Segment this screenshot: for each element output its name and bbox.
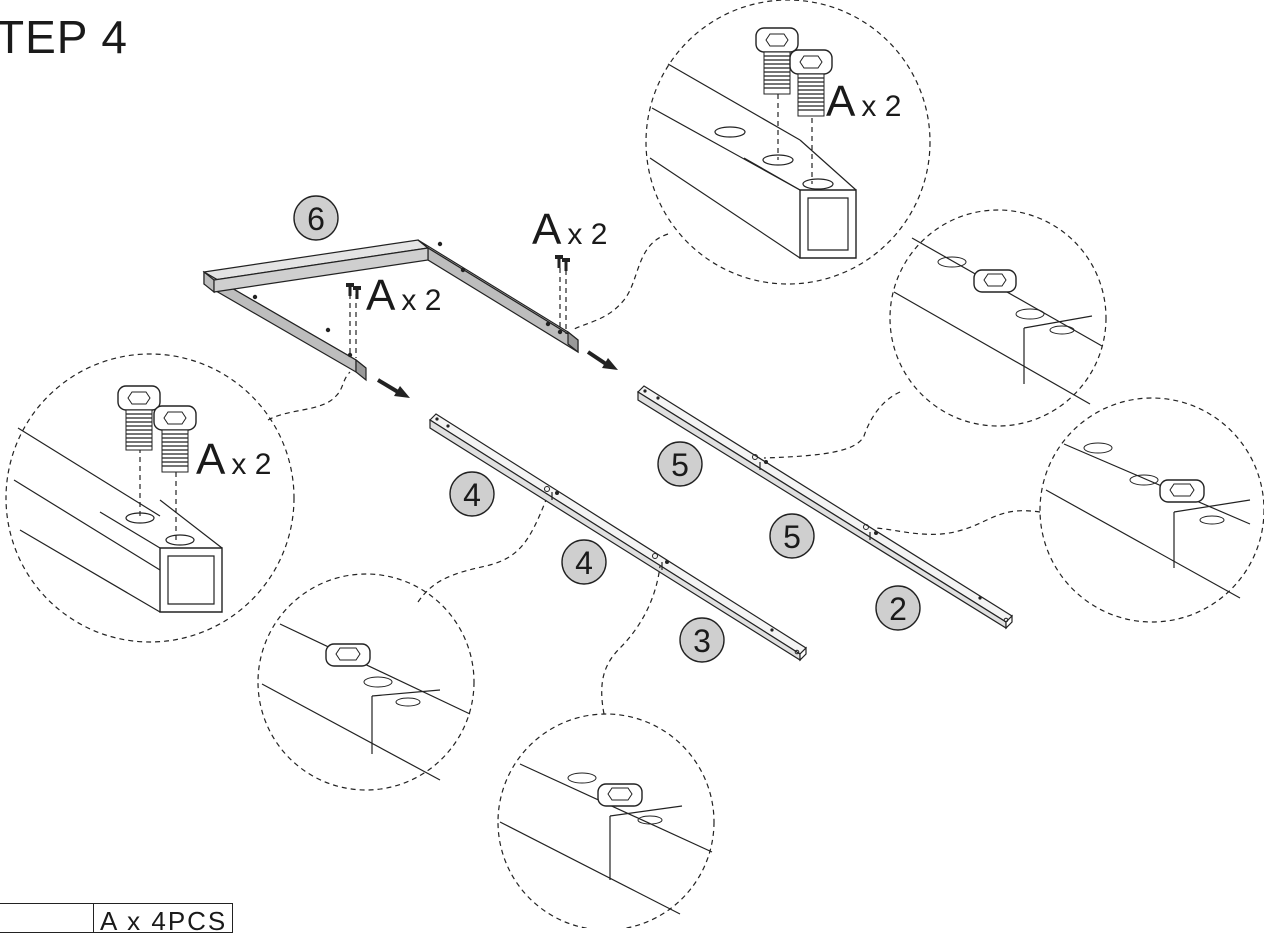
bolt-head-icon: [597, 783, 643, 807]
svg-text:4: 4: [463, 477, 481, 513]
frame-part-6: [202, 239, 579, 382]
svg-text:2: 2: [889, 591, 907, 627]
zoom-bottom: [497, 565, 715, 928]
svg-text:5: 5: [783, 519, 801, 555]
legend-box: [0, 903, 94, 933]
frame-screws-left: [346, 283, 361, 358]
svg-text:6: 6: [307, 201, 325, 237]
bolt-head-icon: [1159, 479, 1205, 503]
part-badge-3: 3: [679, 617, 725, 663]
arrow-left: [376, 378, 410, 398]
svg-text:3: 3: [693, 623, 711, 659]
zoom-right-lower: [875, 397, 1264, 623]
legend-label: A x 4PCS: [100, 906, 228, 936]
zoom-right-upper: [763, 209, 1107, 459]
screw-icon: [789, 49, 833, 117]
part-badge-2: 2: [875, 585, 921, 631]
part-badge-5: 5: [657, 441, 703, 487]
part-badge-4: 4: [449, 471, 495, 517]
step-title: TEP 4: [0, 11, 128, 63]
screw-icon: [117, 385, 161, 451]
rail-right: [637, 385, 1013, 630]
part-badge-4: 4: [561, 539, 607, 585]
bolt-head-icon: [325, 643, 371, 667]
screw-icon: [153, 405, 197, 473]
arrow-right: [586, 350, 618, 370]
svg-text:4: 4: [575, 545, 593, 581]
zoom-left: [5, 353, 351, 643]
frame-screws-right: [555, 255, 570, 334]
zoom-left-lower: [257, 499, 547, 791]
part-badge-5: 5: [769, 513, 815, 559]
part-badge-6: 6: [293, 195, 339, 241]
svg-text:5: 5: [671, 447, 689, 483]
zoom-top-right: [571, 0, 931, 331]
rail-left: [429, 413, 807, 662]
screw-icon: [755, 27, 799, 95]
bolt-head-icon: [973, 269, 1017, 293]
